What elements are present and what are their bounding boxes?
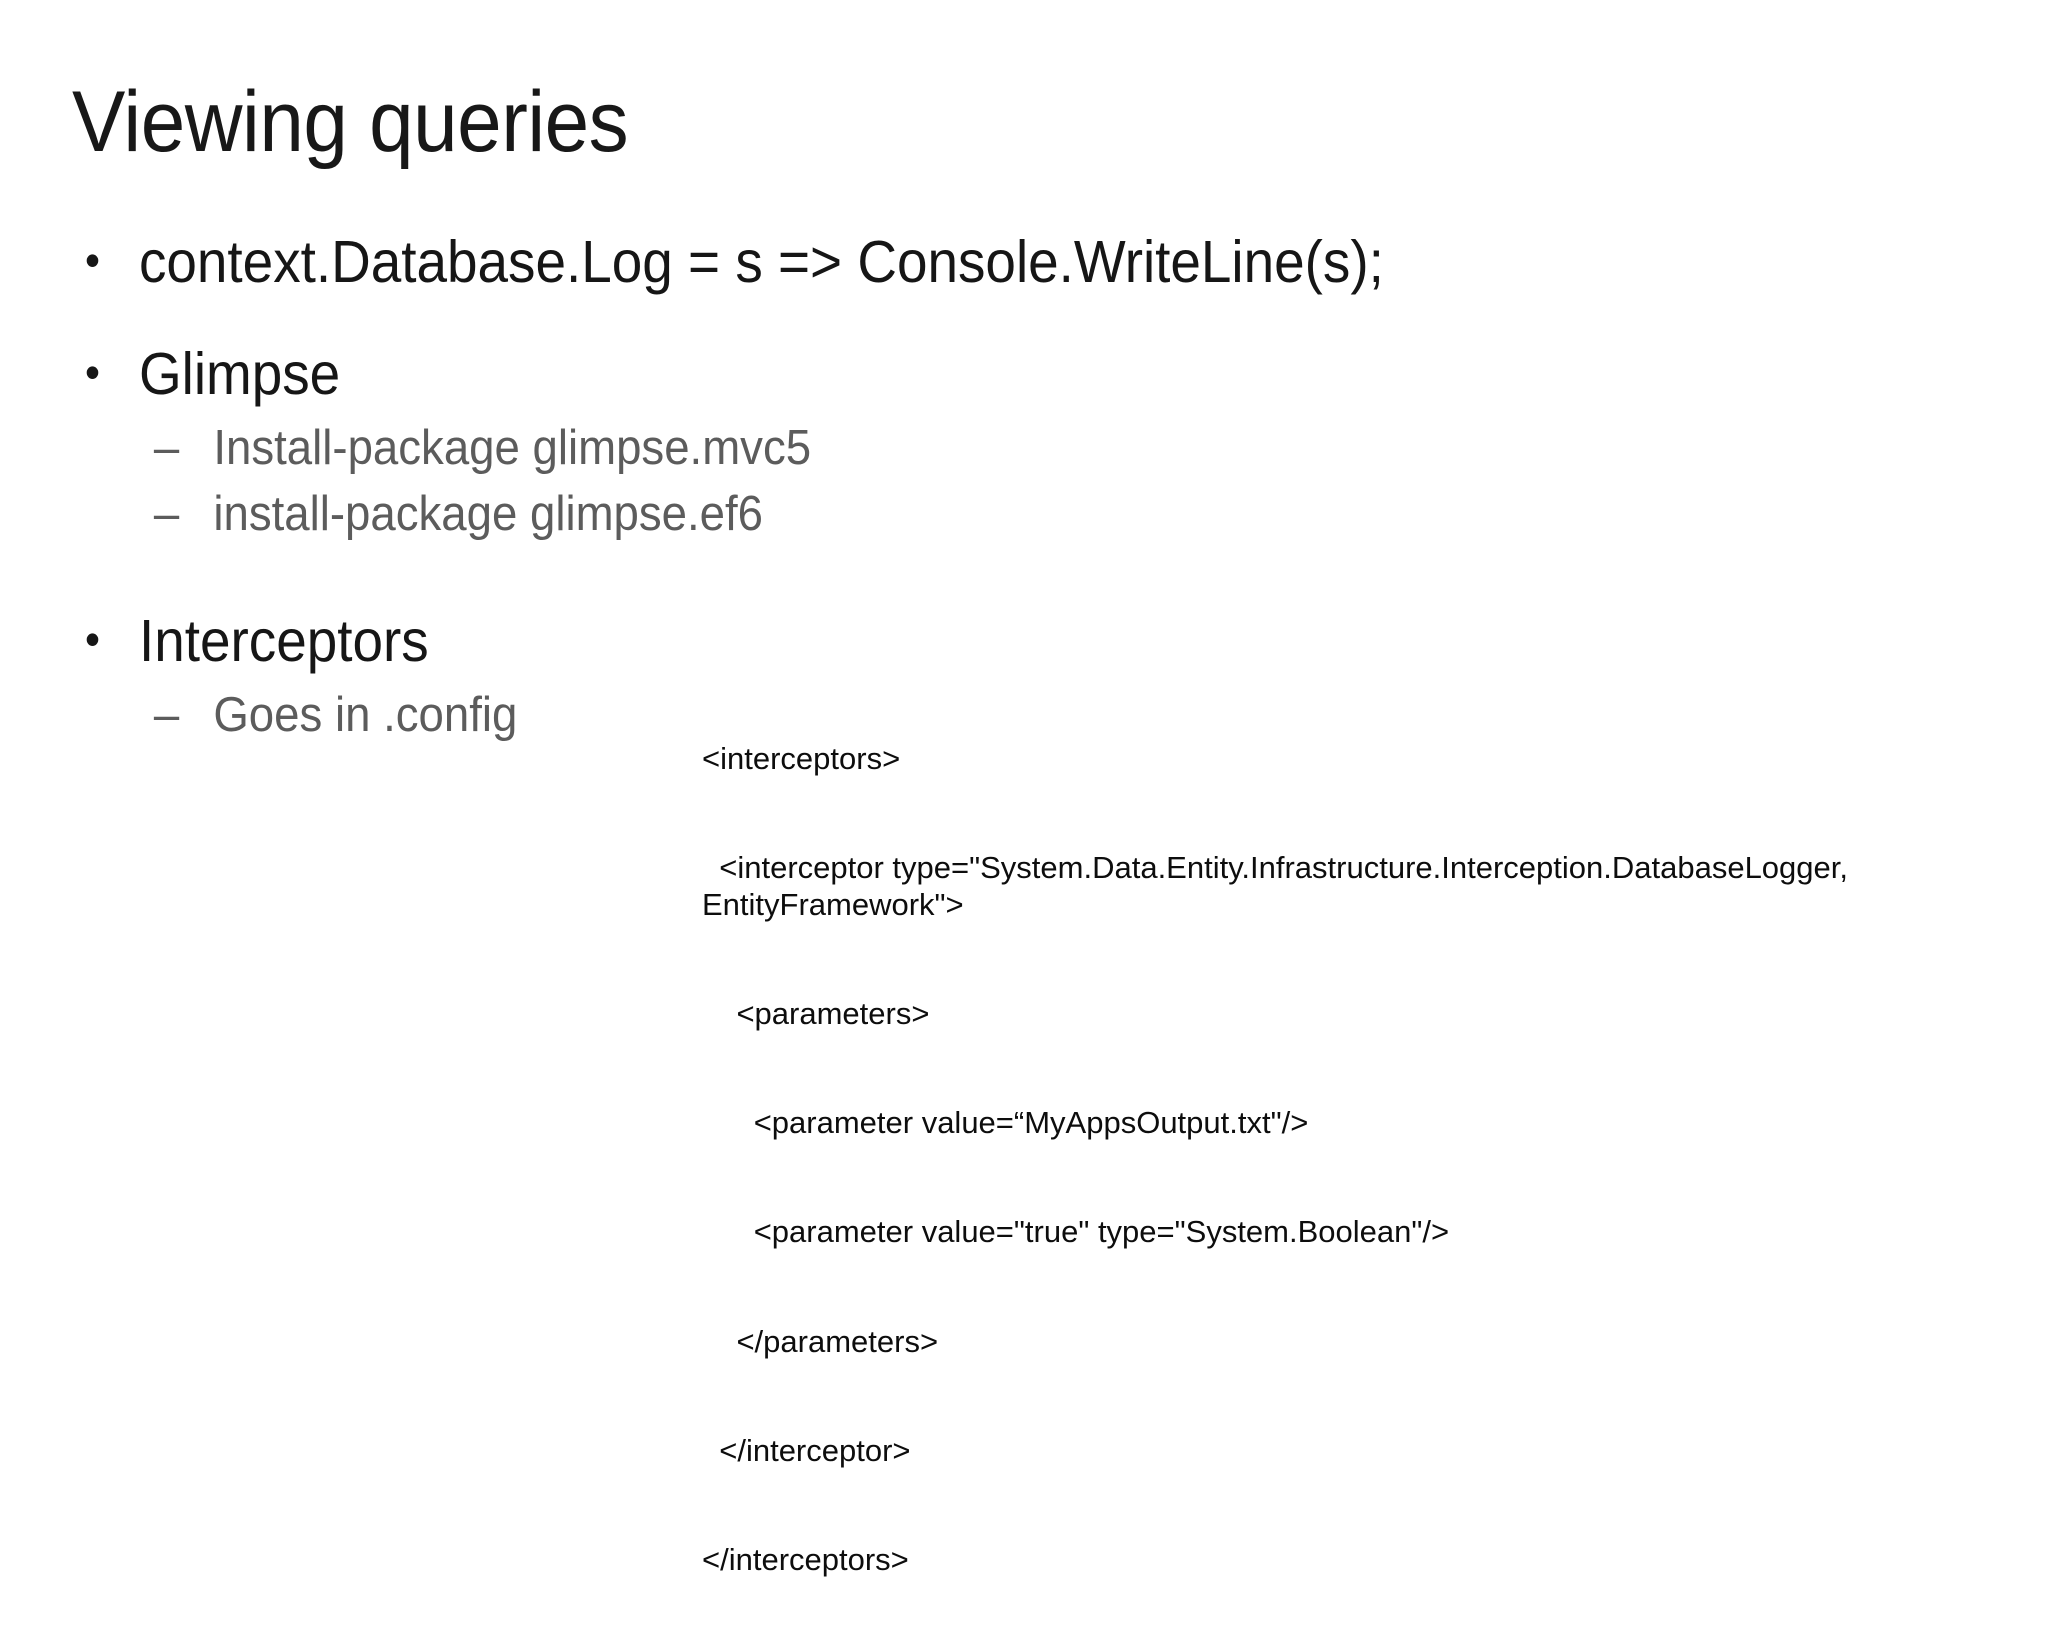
bullet-icon: • (85, 345, 101, 398)
code-line: </interceptor> (702, 1432, 911, 1468)
list-item-label: Interceptors (138, 607, 429, 674)
list-item: – install-package glimpse.ef6 (72, 485, 1839, 545)
code-line: <parameter value="true" type="System.Boo… (702, 1214, 1450, 1250)
list-item-label: Glimpse (138, 340, 341, 407)
list-item: – Goes in .config (72, 686, 1839, 746)
dash-icon: – (153, 486, 180, 541)
code-line: </parameters> (702, 1323, 939, 1359)
list-item: – Install-package glimpse.mvc5 (72, 419, 1839, 479)
spacer (72, 551, 1972, 607)
list-item: • Glimpse (72, 340, 1839, 410)
code-line: <parameters> (702, 995, 930, 1031)
dash-icon: – (153, 421, 180, 476)
bullet-icon: • (85, 234, 101, 286)
xml-code-block: <interceptors> <interceptor type="System… (702, 668, 1882, 1651)
slide: Viewing queries • context.Database.Log =… (72, 73, 1972, 1578)
list-item-label: Install-package glimpse.mvc5 (213, 421, 812, 476)
code-line: <parameter value=“MyAppsOutput.txt"/> (702, 1105, 1309, 1141)
page-title: Viewing queries (72, 73, 629, 170)
list-item: • context.Database.Log = s => Console.Wr… (72, 228, 1839, 298)
bullet-icon: • (85, 612, 101, 665)
list-item: • Interceptors (72, 607, 1839, 677)
dash-icon: – (153, 688, 180, 743)
list-item-label: install-package glimpse.ef6 (213, 486, 764, 541)
list-item-label: context.Database.Log = s => Console.Writ… (138, 229, 1384, 295)
code-line: </interceptors> (702, 1542, 909, 1578)
list-item-label: Goes in .config (213, 688, 518, 743)
code-line: <interceptors> (702, 740, 901, 776)
code-line: <interceptor type="System.Data.Entity.In… (702, 850, 1857, 922)
content-outline: • context.Database.Log = s => Console.Wr… (72, 228, 1972, 752)
spacer (72, 308, 1972, 340)
